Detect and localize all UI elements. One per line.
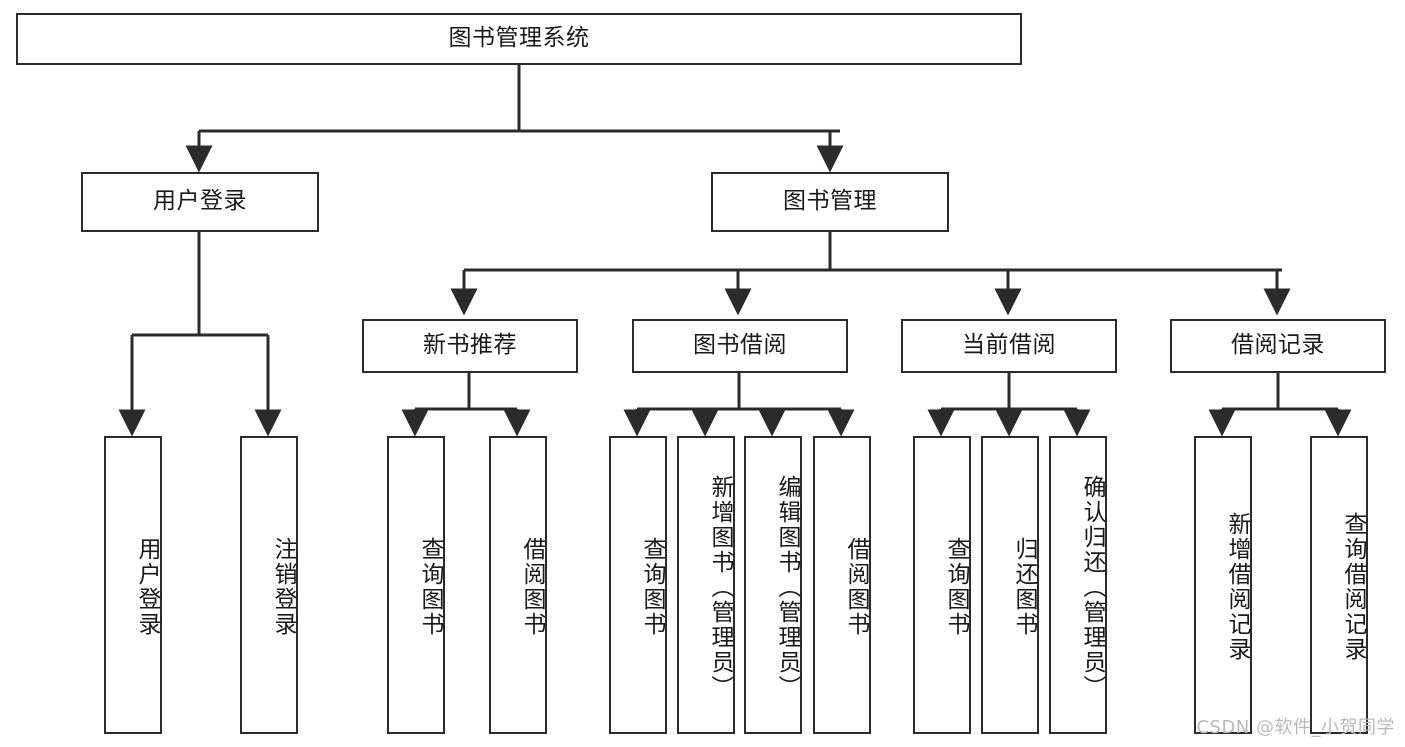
node-book-management[interactable]: 图书管理 [711, 172, 949, 232]
node-label: 用户登录 [134, 537, 160, 637]
leaf-book-borrow-edit[interactable]: 编辑图书（管理员） [744, 436, 802, 734]
leaf-current-borrow-confirm-return[interactable]: 确认归还（管理员） [1049, 436, 1107, 734]
leaf-current-borrow-query[interactable]: 查询图书 [913, 436, 971, 734]
node-label: 归还图书 [1011, 537, 1037, 637]
leaf-user-login-logout[interactable]: 注销登录 [240, 436, 298, 734]
node-label: 当前借阅 [962, 332, 1056, 359]
leaf-book-borrow-query[interactable]: 查询图书 [609, 436, 667, 734]
node-label: 图书管理系统 [448, 25, 590, 52]
node-label: 新增图书（管理员） [707, 474, 733, 700]
node-book-borrow[interactable]: 图书借阅 [632, 319, 848, 373]
node-root-book-management-system[interactable]: 图书管理系统 [16, 13, 1022, 65]
leaf-records-add[interactable]: 新增借阅记录 [1194, 436, 1252, 734]
node-user-login[interactable]: 用户登录 [81, 172, 319, 232]
node-label: 查询图书 [943, 537, 969, 637]
node-borrow-records[interactable]: 借阅记录 [1170, 319, 1386, 373]
watermark: CSDN @软件_小贺同学 [1196, 717, 1395, 738]
leaf-records-query[interactable]: 查询借阅记录 [1310, 436, 1368, 734]
leaf-book-borrow-add[interactable]: 新增图书（管理员） [677, 436, 735, 734]
node-label: 借阅图书 [843, 537, 869, 637]
leaf-new-book-query[interactable]: 查询图书 [387, 436, 445, 734]
leaf-new-book-borrow[interactable]: 借阅图书 [489, 436, 547, 734]
node-label: 查询借阅记录 [1340, 512, 1366, 662]
node-label: 确认归还（管理员） [1079, 474, 1105, 700]
node-label: 图书管理 [783, 188, 877, 215]
node-label: 用户登录 [153, 188, 247, 215]
leaf-user-login-login[interactable]: 用户登录 [104, 436, 162, 734]
node-current-borrow[interactable]: 当前借阅 [901, 319, 1117, 373]
node-label: 新书推荐 [423, 332, 517, 359]
node-label: 借阅记录 [1231, 332, 1325, 359]
node-label: 编辑图书（管理员） [774, 474, 800, 700]
leaf-book-borrow-borrow[interactable]: 借阅图书 [813, 436, 871, 734]
node-new-book-recommend[interactable]: 新书推荐 [362, 319, 578, 373]
leaf-current-borrow-return[interactable]: 归还图书 [981, 436, 1039, 734]
node-label: 查询图书 [639, 537, 665, 637]
node-label: 图书借阅 [693, 332, 787, 359]
node-label: 新增借阅记录 [1224, 512, 1250, 662]
node-label: 查询图书 [417, 537, 443, 637]
node-label: 借阅图书 [519, 537, 545, 637]
node-label: 注销登录 [270, 537, 296, 637]
